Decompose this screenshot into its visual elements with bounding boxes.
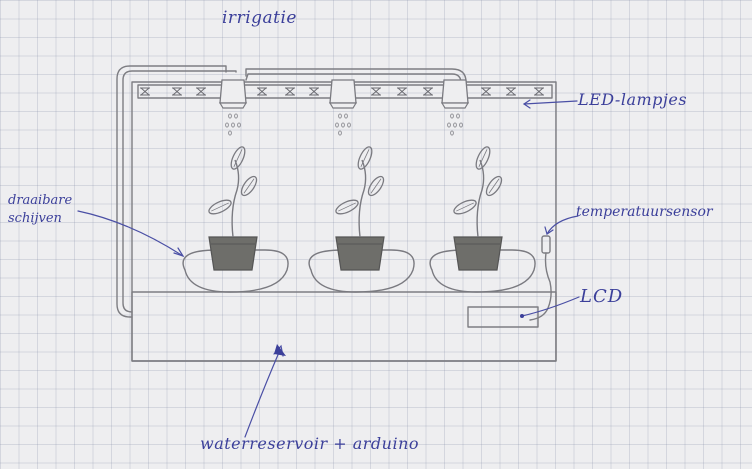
nozzle (220, 80, 246, 135)
label-led-lamps: LED-lampjes (578, 92, 687, 108)
nozzle-body (220, 80, 246, 103)
plant-stem (359, 160, 366, 237)
water-droplet (235, 114, 238, 118)
led-mark (481, 88, 491, 95)
water-droplet (232, 123, 235, 127)
water-tube (117, 66, 226, 317)
nozzle-tip (220, 103, 246, 108)
plant-station (430, 145, 535, 292)
temperature-sensor (542, 236, 550, 253)
plant-pot (454, 237, 502, 270)
led-mark (397, 88, 407, 95)
led-mark (534, 88, 544, 95)
water-droplet (345, 114, 348, 118)
label-reservoir: waterreservoir + arduino (200, 436, 419, 452)
water-droplet (348, 123, 351, 127)
plant-pot (209, 237, 257, 270)
water-droplet (454, 123, 457, 127)
led-mark (506, 88, 516, 95)
water-droplet (451, 114, 454, 118)
plant-pot (336, 237, 384, 270)
arrow-water (245, 350, 280, 437)
led-mark (423, 88, 433, 95)
water-droplet (460, 123, 463, 127)
arrow-led (524, 101, 577, 104)
led-mark (257, 88, 267, 95)
label-irrigation: irrigatie (222, 10, 297, 27)
nozzle-tip (330, 103, 356, 108)
led-mark (172, 88, 182, 95)
plant-stem (232, 160, 239, 237)
plant-station (183, 145, 288, 292)
water-droplet (457, 114, 460, 118)
water-tube-top (246, 69, 466, 86)
water-droplet (226, 123, 229, 127)
water-droplet (451, 131, 454, 135)
label-lcd: LCD (580, 288, 623, 306)
nozzle-body (442, 80, 468, 103)
led-mark (309, 88, 319, 95)
nozzle-tip (442, 103, 468, 108)
label-rotating-discs: draaibare schijven (8, 192, 118, 227)
nozzle (442, 80, 468, 135)
water-droplet (339, 114, 342, 118)
led-mark (196, 88, 206, 95)
leaf-vein (244, 179, 254, 193)
led-mark (371, 88, 381, 95)
water-droplet (229, 131, 232, 135)
arrow-lcd-dot (520, 314, 524, 318)
arrow-disc-head (174, 248, 183, 256)
plant-station (309, 145, 414, 292)
leaf-vein (489, 179, 499, 193)
plant-stem (477, 160, 484, 237)
water-droplet (229, 114, 232, 118)
label-temperature-sensor: temperatuursensor (576, 205, 713, 219)
nozzle (330, 80, 356, 135)
plant-stations (183, 145, 535, 292)
led-mark (285, 88, 295, 95)
water-droplet (336, 123, 339, 127)
nozzle-body (330, 80, 356, 103)
lcd-display (468, 307, 538, 327)
arrow-water-tip (274, 344, 286, 356)
sensor-wire (530, 253, 551, 320)
water-tube-inner (123, 71, 236, 312)
water-droplet (342, 123, 345, 127)
leaf-vein (371, 179, 381, 193)
led-mark (140, 88, 150, 95)
water-droplet (448, 123, 451, 127)
water-droplet (339, 131, 342, 135)
water-droplet (238, 123, 241, 127)
